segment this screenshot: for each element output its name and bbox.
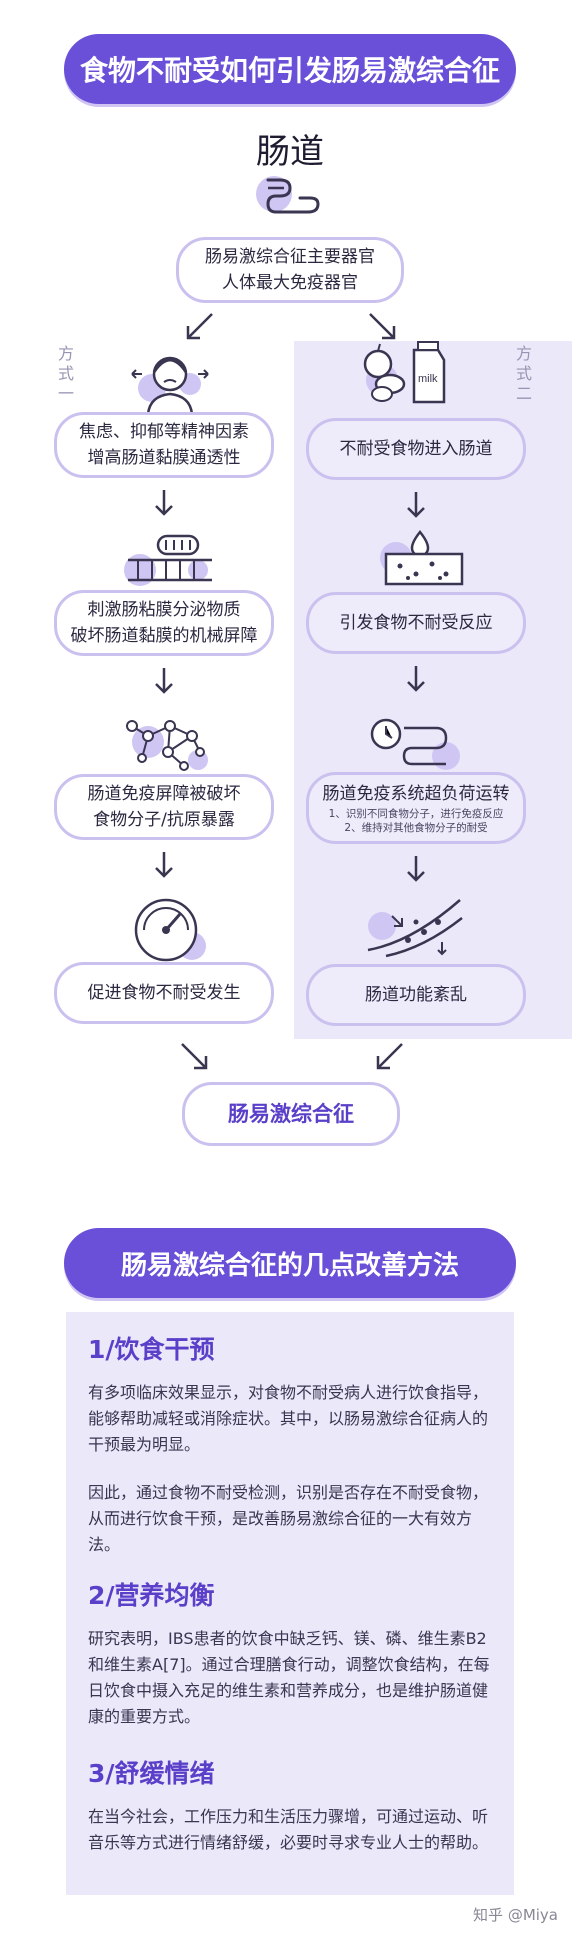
arrow-down-icon	[407, 666, 425, 692]
arrow-right-down-icon	[369, 313, 396, 340]
left-step-2-box: 刺激肠粘膜分泌物质 破坏肠道黏膜的机械屏障	[54, 590, 274, 656]
tip-1-paragraph-1: 有多项临床效果显示，对食物不耐受病人进行饮食指导，能够帮助减轻或消除症状。其中，…	[88, 1383, 489, 1454]
arrow-down-icon	[407, 492, 425, 518]
food-milk-icon: milk	[363, 341, 446, 404]
left-step-1-line-2: 增高肠道黏膜通透性	[87, 448, 241, 468]
arrow-left-down-icon	[186, 313, 213, 340]
left-step-2-line-2: 破坏肠道黏膜的机械屏障	[70, 626, 258, 646]
left-step-3-line-1: 肠道免疫屏障被破坏	[87, 784, 241, 804]
tip-1-heading: 1/饮食干预	[88, 1335, 215, 1364]
left-step-3-box: 肠道免疫屏障被破坏 食物分子/抗原暴露	[54, 774, 274, 840]
top-organ-box: 肠易激综合征主要器官 人体最大免疫器官	[176, 237, 404, 303]
top-box-line-1: 肠易激综合征主要器官	[205, 247, 375, 267]
molecule-network-icon	[126, 720, 208, 771]
left-step-2-line-1: 刺激肠粘膜分泌物质	[87, 600, 241, 620]
disrupted-intestine-icon	[367, 899, 463, 958]
tip-3-heading: 3/舒缓情绪	[88, 1759, 215, 1788]
right-step-2-box: 引发食物不耐受反应	[306, 592, 526, 654]
tip-3-paragraph-1: 在当今社会，工作压力和生活压力骤增，可通过运动、听音乐等方式进行情绪舒缓，必要时…	[88, 1807, 489, 1852]
left-step-3-line-2: 食物分子/抗原暴露	[93, 810, 235, 830]
section-2-title: 肠易激综合征的几点改善方法	[64, 1228, 516, 1298]
right-step-1-line-1: 不耐受食物进入肠道	[339, 439, 493, 459]
tip-3: 3/舒缓情绪 在当今社会，工作压力和生活压力骤增，可通过运动、听音乐等方式进行情…	[88, 1754, 492, 1856]
right-step-3-sub-1: 1、识别不同食物分子，进行免疫反应	[328, 808, 504, 820]
gauge-icon	[134, 898, 206, 962]
right-step-3-box: 肠道免疫系统超负荷运转 1、识别不同食物分子，进行免疫反应 2、维持对其他食物分…	[306, 772, 526, 844]
intestine-icon	[256, 176, 320, 214]
right-step-3-line-1: 肠道免疫系统超负荷运转	[322, 784, 510, 804]
result-label: 肠易激综合征	[228, 1102, 354, 1126]
right-step-1-box: 不耐受食物进入肠道	[306, 418, 526, 480]
milk-label: milk	[418, 373, 438, 385]
intestinal-mucosa-icon	[124, 534, 212, 586]
tips-panel	[66, 1312, 514, 1895]
watermark: 知乎 @Miya	[473, 1906, 558, 1924]
tip-1-paragraph-2: 因此，通过食物不耐受检测，识别是否存在不耐受食物，从而进行饮食干预，是改善肠易激…	[88, 1483, 489, 1554]
tip-2: 2/营养均衡 研究表明，IBS患者的饮食中缺乏钙、镁、磷、维生素B2和维生素A[…	[88, 1576, 492, 1730]
left-step-1-line-1: 焦虑、抑郁等精神因素	[79, 422, 249, 442]
tip-2-heading: 2/营养均衡	[88, 1581, 215, 1610]
pathway-two-label: 方式二	[515, 344, 532, 403]
arrow-right-down-icon	[181, 1043, 208, 1070]
pathway-one-label: 方式一	[57, 344, 74, 403]
arrow-down-icon	[407, 856, 425, 882]
food-particles-tissue-icon	[380, 529, 464, 586]
left-step-4-box: 促进食物不耐受发生	[54, 962, 274, 1024]
left-step-1-box: 焦虑、抑郁等精神因素 增高肠道黏膜通透性	[54, 412, 274, 478]
right-step-4-line-1: 肠道功能紊乱	[365, 985, 467, 1005]
right-step-2-line-1: 引发食物不耐受反应	[339, 613, 493, 633]
right-step-4-box: 肠道功能紊乱	[306, 964, 526, 1026]
arrow-down-icon	[155, 490, 173, 516]
clock-intestine-icon	[370, 718, 460, 770]
arrow-left-down-icon	[376, 1043, 403, 1070]
arrow-down-icon	[155, 852, 173, 878]
stressed-person-icon	[131, 356, 209, 415]
tip-2-paragraph-1: 研究表明，IBS患者的饮食中缺乏钙、镁、磷、维生素B2和维生素A[7]。通过合理…	[88, 1629, 490, 1726]
intestine-label: 肠道	[256, 132, 324, 172]
tip-1: 1/饮食干预 有多项临床效果显示，对食物不耐受病人进行饮食指导，能够帮助减轻或消…	[88, 1330, 492, 1558]
result-box: 肠易激综合征	[182, 1082, 400, 1146]
arrow-down-icon	[155, 668, 173, 694]
right-step-3-sub-2: 2、维持对其他食物分子的耐受	[344, 822, 488, 834]
page-title: 食物不耐受如何引发肠易激综合征	[64, 34, 516, 104]
top-box-line-2: 人体最大免疫器官	[222, 273, 358, 293]
left-step-4-line-1: 促进食物不耐受发生	[87, 983, 241, 1003]
